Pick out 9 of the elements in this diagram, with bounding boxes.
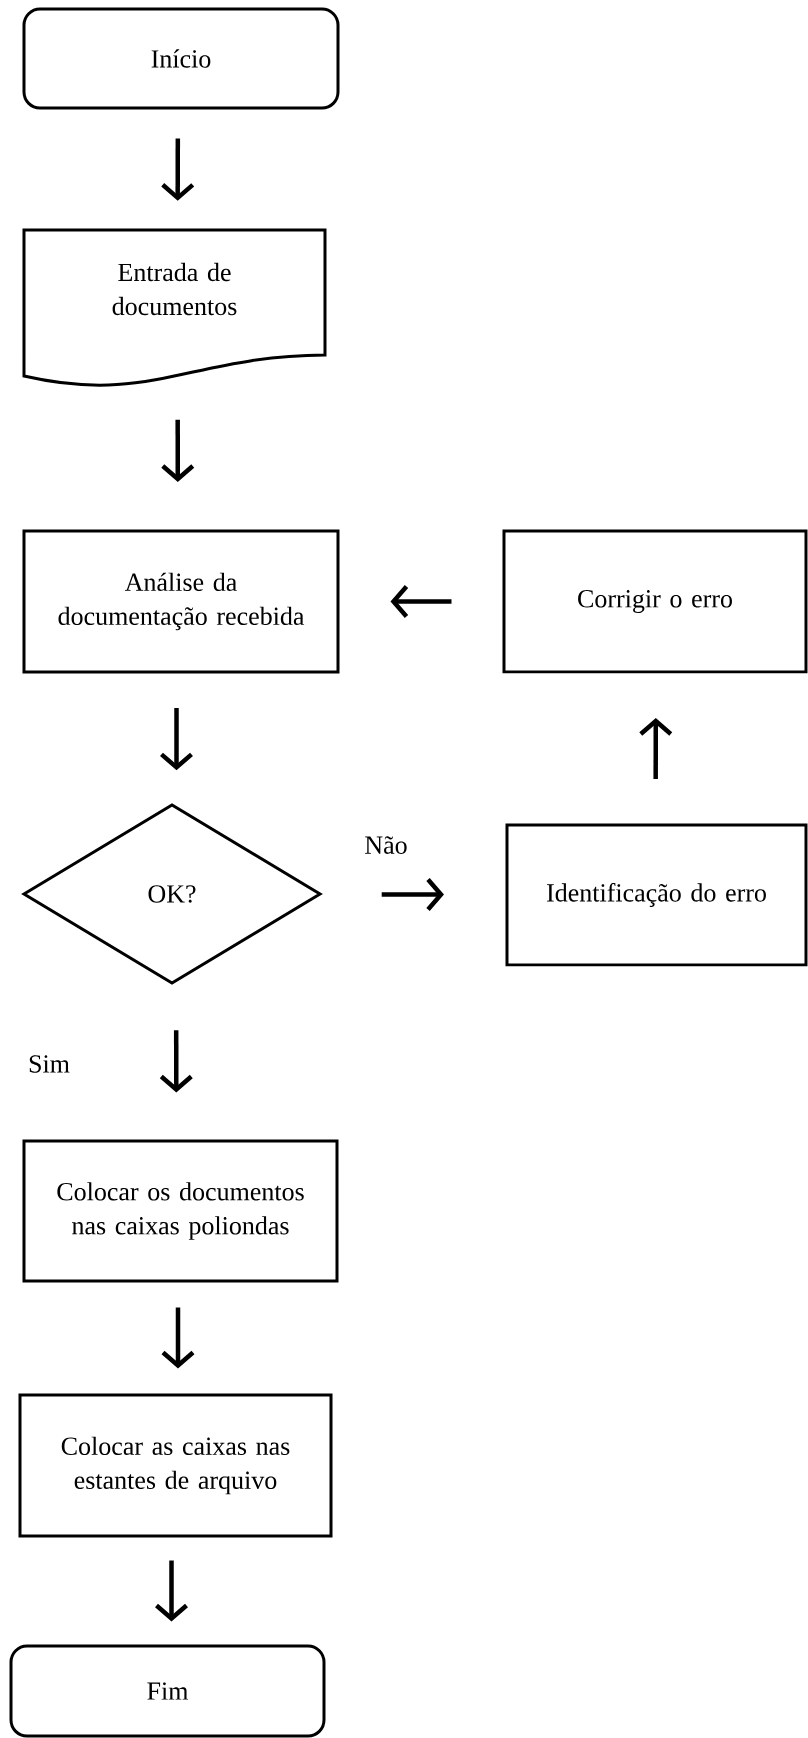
process-box: Identificação do erro bbox=[505, 823, 808, 967]
edge-label: Sim bbox=[29, 1055, 70, 1073]
process-box: Corrigir o erro bbox=[502, 529, 808, 674]
process-box: Colocar os documentos nas caixas poliondas bbox=[22, 1139, 339, 1283]
terminal-box: Fim bbox=[9, 1644, 326, 1738]
process-box: Análise da documentação recebida bbox=[22, 529, 340, 674]
process-box: Colocar as caixas nas estantes de arquivo bbox=[18, 1393, 333, 1538]
terminal-box: Início bbox=[22, 7, 340, 110]
edge-label: Não bbox=[365, 836, 407, 854]
